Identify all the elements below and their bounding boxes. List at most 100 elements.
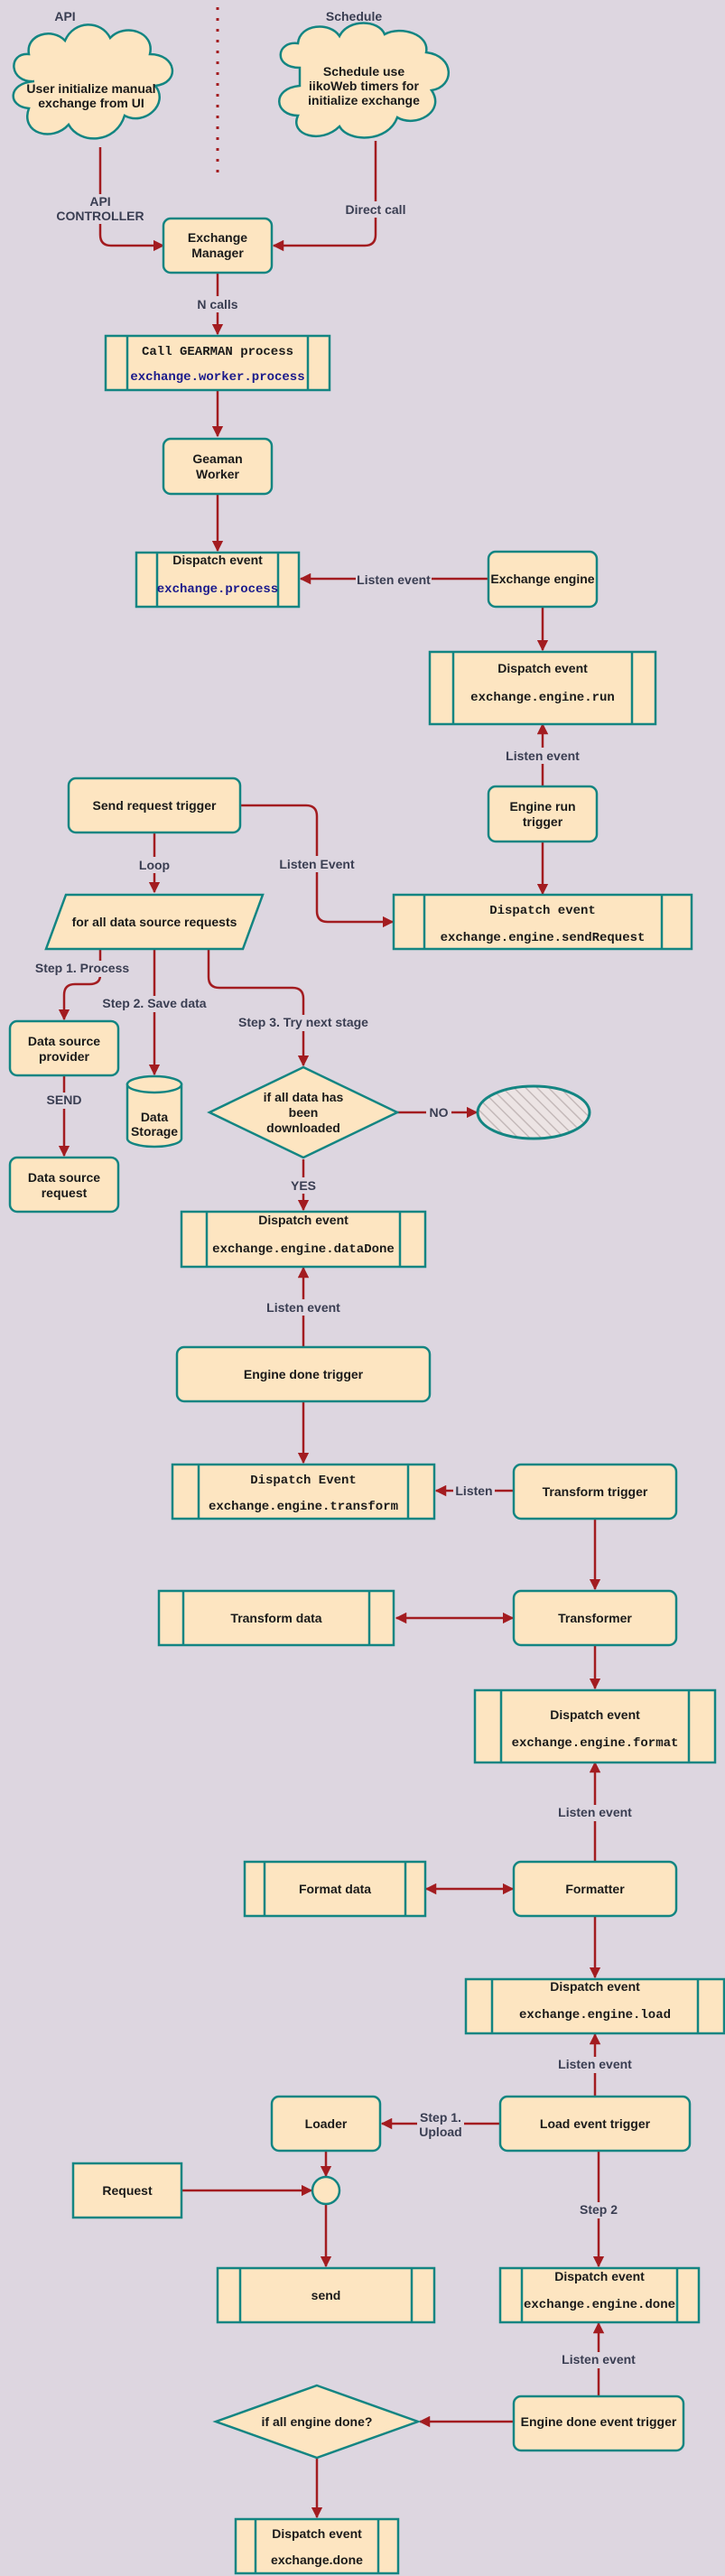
decision-downloaded-line-1: if all data has [264,1090,344,1104]
dispatch-engine-run-node: Dispatch event exchange.engine.run [428,650,657,726]
call-gearman-process-node: Call GEARMAN process exchange.worker.pro… [104,334,331,392]
label-listen-event-5: Listen event [558,1805,632,1819]
label-listen-event-2: Listen event [506,749,580,763]
formatter-node: Formatter [512,1860,678,1918]
for-all-requests-label: for all data source requests [72,915,237,929]
dispatch-format-event: exchange.engine.format [512,1736,679,1751]
cloud-user-line-2: exchange from UI [38,96,144,110]
exchange-manager-line-1: Exchange [188,230,247,245]
data-source-provider-line-1: Data source [28,1034,100,1048]
dispatch-format-title: Dispatch event [550,1707,640,1722]
dispatch-load-title: Dispatch event [550,1979,640,1994]
transformer-node: Transformer [512,1589,678,1647]
dispatch-data-done-node: Dispatch event exchange.engine.dataDone [180,1210,427,1269]
data-storage-line-1: Data [141,1110,169,1124]
cloud-schedule-line-1: Schedule use [323,64,404,79]
dispatch-exchange-done-title: Dispatch event [272,2526,362,2541]
transformer-label: Transformer [558,1611,632,1625]
call-gearman-title: Call GEARMAN process [142,345,293,359]
formatter-label: Formatter [565,1882,625,1896]
gearman-worker-line-2: Worker [196,467,240,481]
label-listen-event-4: Listen event [266,1300,340,1315]
edge-loop-to-decision [207,950,310,1067]
send-request-trigger-node: Send request trigger [67,777,242,834]
load-event-trigger-label: Load event trigger [540,2116,651,2131]
label-step2: Step 2 [580,2202,618,2217]
label-listen: Listen [455,1483,492,1498]
decision-downloaded-line-3: downloaded [266,1121,340,1135]
send-label: send [311,2288,341,2302]
dispatch-transform-event: exchange.engine.transform [209,1500,398,1514]
cloud-schedule-line-3: initialize exchange [308,93,420,107]
label-api-controller-1: API [89,194,110,209]
cloud-user-line-1: User initialize manual [26,81,155,96]
engine-run-trigger-line-1: Engine run [509,799,575,814]
label-yes: YES [291,1178,316,1193]
edge-loop-to-provider [58,950,102,1021]
dispatch-send-request-node: Dispatch event exchange.engine.sendReque… [392,893,693,951]
dispatch-engine-done-node: Dispatch event exchange.engine.done [498,2266,701,2324]
transform-trigger-node: Transform trigger [512,1463,678,1520]
dispatch-send-request-title: Dispatch event [489,904,596,918]
data-source-provider-line-2: provider [39,1049,90,1064]
loader-node: Loader [270,2095,382,2153]
dispatch-format-node: Dispatch event exchange.engine.format [473,1688,717,1764]
label-n-calls: N calls [197,297,237,312]
dispatch-data-done-title: Dispatch event [258,1213,349,1227]
dispatch-transform-title: Dispatch Event [250,1474,357,1488]
engine-done-trigger-label: Engine done trigger [244,1367,364,1381]
dispatch-process-event: exchange.process [157,582,278,597]
dispatch-exchange-process-node: Dispatch event exchange.process [135,551,301,609]
schedule-header: Schedule [326,9,382,23]
all-engine-done-label: if all engine done? [262,2414,373,2429]
label-listen-event-6: Listen event [558,2057,632,2071]
exchange-engine-node: Exchange engine [487,550,599,609]
label-loop: Loop [139,858,170,872]
label-send: SEND [47,1093,82,1107]
label-direct-call: Direct call [346,202,406,217]
engine-done-trigger-node: Engine done trigger [175,1345,432,1403]
label-listen-event-3: Listen Event [279,857,355,871]
transform-data-node: Transform data [157,1589,395,1647]
label-no: NO [430,1105,449,1120]
data-source-request-line-1: Data source [28,1170,100,1185]
dispatch-engine-done-title: Dispatch event [554,2269,645,2283]
request-label: Request [102,2183,153,2198]
label-step1-upload-1: Step 1. [420,2110,461,2125]
edge-user-to-manager [98,147,165,252]
load-event-trigger-node: Load event trigger [498,2095,692,2153]
exchange-manager-line-2: Manager [191,246,244,260]
transform-trigger-label: Transform trigger [543,1484,648,1499]
terminal-no-node [476,1084,591,1140]
edge-schedule-to-manager [272,141,377,252]
label-api-controller-2: CONTROLLER [56,209,144,223]
dispatch-engine-done-event: exchange.engine.done [524,2298,675,2312]
gearman-worker-line-1: Geaman [192,451,242,466]
engine-run-trigger-line-2: trigger [523,814,563,829]
exchange-engine-label: Exchange engine [490,572,594,586]
dispatch-engine-run-event: exchange.engine.run [470,691,615,705]
call-gearman-event: exchange.worker.process [130,370,304,385]
dispatch-exchange-done-event: exchange.done [271,2553,363,2567]
dispatch-exchange-done-node: Dispatch event exchange.done [234,2517,400,2575]
label-listen-event-1: Listen event [357,572,431,587]
request-node: Request [71,2162,183,2219]
dispatch-transform-node: Dispatch Event exchange.engine.transform [171,1463,436,1520]
label-step3-next: Step 3. Try next stage [238,1015,368,1029]
